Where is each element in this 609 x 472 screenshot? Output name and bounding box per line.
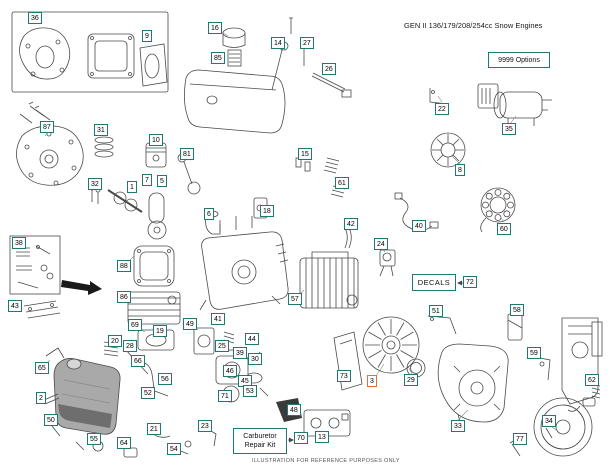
callout-28[interactable]: 28 bbox=[123, 340, 137, 352]
gasket-group-art bbox=[11, 11, 169, 93]
callout-25[interactable]: 25 bbox=[215, 340, 229, 352]
callout-16[interactable]: 16 bbox=[208, 22, 222, 34]
callout-13[interactable]: 13 bbox=[315, 431, 329, 443]
callout-60[interactable]: 60 bbox=[497, 223, 511, 235]
callout-87[interactable]: 87 bbox=[40, 121, 54, 133]
callout-38[interactable]: 38 bbox=[12, 237, 26, 249]
callout-9[interactable]: 9 bbox=[142, 30, 152, 42]
callout-19[interactable]: 19 bbox=[153, 325, 167, 337]
callout-66[interactable]: 66 bbox=[131, 355, 145, 367]
left-arrow-icon bbox=[457, 280, 462, 286]
callout-71[interactable]: 71 bbox=[218, 390, 232, 402]
callout-49[interactable]: 49 bbox=[183, 318, 197, 330]
solid-black-arrow-icon bbox=[61, 280, 102, 295]
callout-51[interactable]: 51 bbox=[429, 305, 443, 317]
callout-18[interactable]: 18 bbox=[260, 205, 274, 217]
page-title: GEN II 136/179/208/254cc Snow Engines bbox=[404, 21, 543, 30]
carburetor-repair-kit-box[interactable]: Carburetor Repair Kit bbox=[233, 428, 287, 454]
callout-81[interactable]: 81 bbox=[180, 148, 194, 160]
callout-77[interactable]: 77 bbox=[513, 433, 527, 445]
callout-53[interactable]: 53 bbox=[243, 385, 257, 397]
decals-label: DECALS bbox=[417, 278, 451, 287]
callout-15[interactable]: 15 bbox=[298, 148, 312, 160]
footer-disclaimer: ILLUSTRATION FOR REFERENCE PURPOSES ONLY bbox=[252, 458, 400, 464]
fuel-tank-top-art bbox=[184, 17, 352, 134]
crankcase-piston-art bbox=[16, 101, 221, 240]
callout-58[interactable]: 58 bbox=[510, 304, 524, 316]
callout-31[interactable]: 31 bbox=[94, 124, 108, 136]
callout-73[interactable]: 73 bbox=[337, 370, 351, 382]
callout-7[interactable]: 7 bbox=[142, 174, 152, 186]
callout-39[interactable]: 39 bbox=[233, 347, 247, 359]
callout-27[interactable]: 27 bbox=[300, 37, 314, 49]
callout-85[interactable]: 85 bbox=[211, 52, 225, 64]
callout-48[interactable]: 48 bbox=[287, 404, 301, 416]
fuel-tank-bottom-art bbox=[53, 358, 121, 435]
options-label: 9999 Options bbox=[498, 56, 540, 64]
callout-21[interactable]: 21 bbox=[147, 423, 161, 435]
callout-69[interactable]: 69 bbox=[128, 319, 142, 331]
callout-23[interactable]: 23 bbox=[198, 420, 212, 432]
electric-starter-art bbox=[429, 83, 552, 168]
callout-64[interactable]: 64 bbox=[117, 437, 131, 449]
callout-65[interactable]: 65 bbox=[35, 362, 49, 374]
callout-1[interactable]: 1 bbox=[127, 181, 137, 193]
callout-52[interactable]: 52 bbox=[141, 387, 155, 399]
carb-kit-label-line2: Repair Kit bbox=[244, 442, 276, 449]
callout-54[interactable]: 54 bbox=[167, 443, 181, 455]
callout-62[interactable]: 62 bbox=[585, 374, 599, 386]
recoil-starter-art bbox=[509, 397, 596, 457]
callout-5[interactable]: 5 bbox=[157, 175, 167, 187]
callout-88[interactable]: 88 bbox=[117, 260, 131, 272]
callout-61[interactable]: 61 bbox=[335, 177, 349, 189]
ignition-art bbox=[379, 187, 516, 277]
callout-3[interactable]: 3 bbox=[367, 375, 377, 387]
callout-26[interactable]: 26 bbox=[322, 63, 336, 75]
callout-59[interactable]: 59 bbox=[527, 347, 541, 359]
callout-55[interactable]: 55 bbox=[87, 433, 101, 445]
callout-56[interactable]: 56 bbox=[158, 373, 172, 385]
callout-50[interactable]: 50 bbox=[44, 414, 58, 426]
callout-20[interactable]: 20 bbox=[108, 335, 122, 347]
callout-32[interactable]: 32 bbox=[88, 178, 102, 190]
callout-34[interactable]: 34 bbox=[542, 415, 556, 427]
callout-2[interactable]: 2 bbox=[36, 392, 46, 404]
carb-kit-label-line1: Carburetor bbox=[243, 432, 277, 440]
engine-block-art bbox=[199, 157, 352, 311]
callout-30[interactable]: 30 bbox=[248, 353, 262, 365]
callout-42[interactable]: 42 bbox=[344, 218, 358, 230]
callout-43[interactable]: 43 bbox=[8, 300, 22, 312]
muffler-art bbox=[299, 251, 359, 309]
carb-kit-arrow-art bbox=[288, 437, 294, 443]
callout-33[interactable]: 33 bbox=[451, 420, 465, 432]
callout-57[interactable]: 57 bbox=[288, 293, 302, 305]
callout-6[interactable]: 6 bbox=[204, 208, 214, 220]
callout-40[interactable]: 40 bbox=[412, 220, 426, 232]
callout-46[interactable]: 46 bbox=[223, 365, 237, 377]
callout-29[interactable]: 29 bbox=[404, 374, 418, 386]
callout-14[interactable]: 14 bbox=[271, 37, 285, 49]
right-arrow-icon bbox=[289, 437, 294, 443]
decals-box[interactable]: DECALS bbox=[412, 274, 456, 291]
callout-35[interactable]: 35 bbox=[502, 123, 516, 135]
callout-8[interactable]: 8 bbox=[455, 164, 465, 176]
callout-70[interactable]: 70 bbox=[294, 432, 308, 444]
callout-22[interactable]: 22 bbox=[435, 103, 449, 115]
callout-44[interactable]: 44 bbox=[245, 333, 259, 345]
callout-86[interactable]: 86 bbox=[117, 291, 131, 303]
callout-72[interactable]: 72 bbox=[463, 276, 477, 288]
options-box[interactable]: 9999 Options bbox=[488, 52, 550, 68]
callout-24[interactable]: 24 bbox=[374, 238, 388, 250]
callout-10[interactable]: 10 bbox=[149, 134, 163, 146]
callout-36[interactable]: 36 bbox=[28, 12, 42, 24]
callout-41[interactable]: 41 bbox=[211, 313, 225, 325]
